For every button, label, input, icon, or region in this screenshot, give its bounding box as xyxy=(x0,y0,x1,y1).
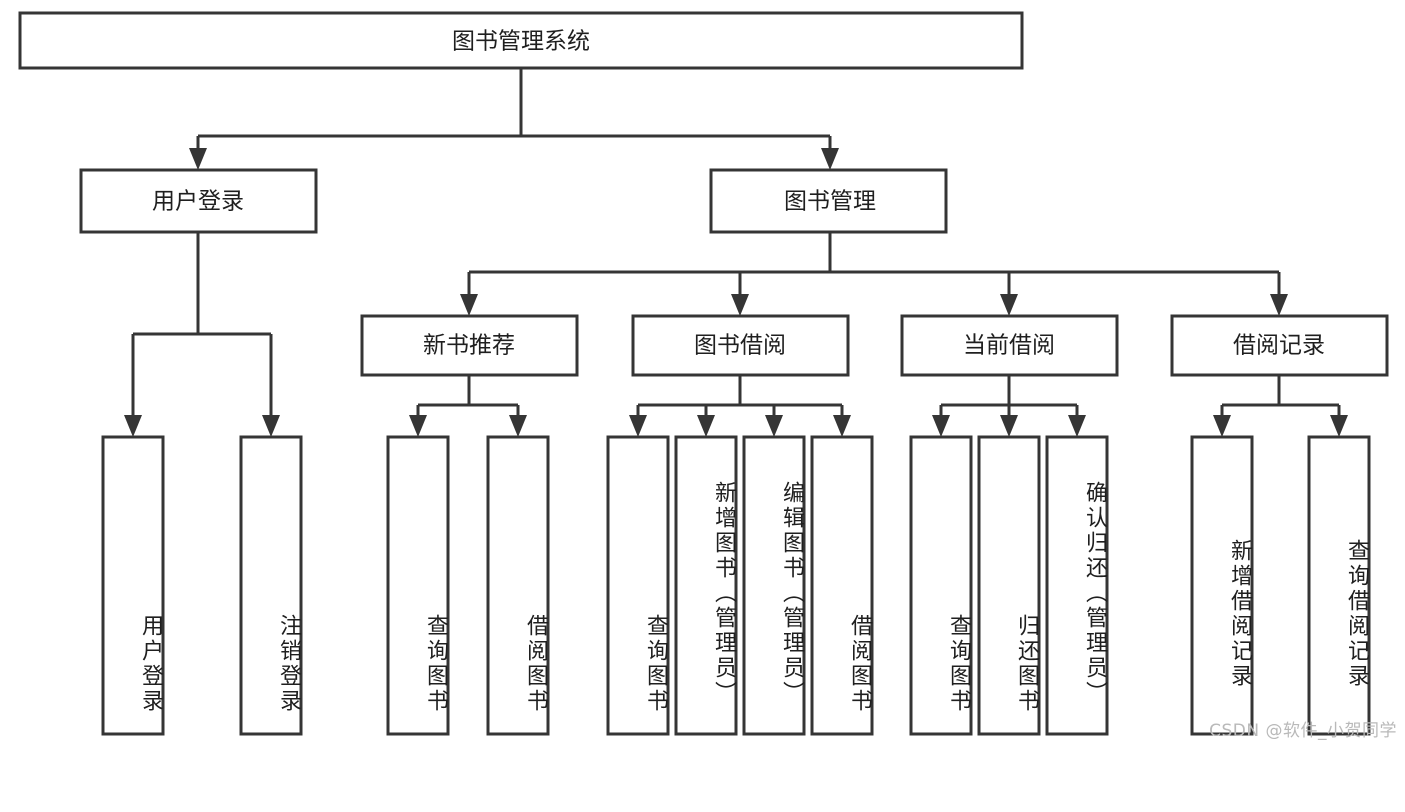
leaf-borrow-book-1-box[interactable] xyxy=(486,435,550,736)
leaf-logout-login-box[interactable] xyxy=(239,435,303,736)
arrow-leaf-edit-book-admin xyxy=(765,415,783,437)
node-root-box[interactable] xyxy=(18,11,1024,70)
csdn-watermark: CSDN @软件_小贺同学 xyxy=(1209,721,1397,741)
node-current-borrow[interactable]: 当前借阅 xyxy=(900,314,1119,377)
edge-group-new-book-recommend-to-leaves xyxy=(409,375,527,437)
diagram-canvas: 图书管理系统 用户登录 图书管理 新书推荐 图书借阅 当前借阅 借阅记录 xyxy=(18,11,1389,736)
node-book-manage-box[interactable] xyxy=(709,168,948,234)
leaf-query-book-3-box[interactable] xyxy=(909,435,973,736)
leaf-add-book-admin-box[interactable] xyxy=(674,435,738,736)
node-current-borrow-box[interactable] xyxy=(900,314,1119,377)
arrow-user-login xyxy=(189,148,207,170)
arrow-new-book-recommend xyxy=(460,294,478,316)
edge-group-book-borrow-to-leaves xyxy=(629,375,851,437)
node-user-login-label: 用户登录 xyxy=(152,189,244,215)
arrow-book-borrow xyxy=(731,294,749,316)
node-new-book-recommend-box[interactable] xyxy=(360,314,579,377)
arrow-leaf-borrow-book-1 xyxy=(509,415,527,437)
node-current-borrow-label: 当前借阅 xyxy=(963,333,1055,359)
arrow-leaf-return-book xyxy=(1000,415,1018,437)
leaf-add-borrow-record-box[interactable] xyxy=(1190,435,1254,736)
leaf-query-borrow-record-box[interactable] xyxy=(1307,435,1371,736)
edge-group-book-manage-to-level3 xyxy=(460,232,1288,316)
arrow-leaf-query-book-1 xyxy=(409,415,427,437)
node-book-borrow-box[interactable] xyxy=(631,314,850,377)
leaf-borrow-book-2-box[interactable] xyxy=(810,435,874,736)
node-borrow-record-label: 借阅记录 xyxy=(1233,333,1325,359)
leaf-query-book-1-box[interactable] xyxy=(386,435,450,736)
node-root[interactable]: 图书管理系统 xyxy=(18,11,1024,70)
node-user-login-box[interactable] xyxy=(79,168,318,234)
arrow-current-borrow xyxy=(1000,294,1018,316)
node-book-borrow[interactable]: 图书借阅 xyxy=(631,314,850,377)
arrow-leaf-logout-login xyxy=(262,415,280,437)
node-new-book-recommend-label: 新书推荐 xyxy=(423,333,515,359)
node-book-manage[interactable]: 图书管理 xyxy=(709,168,948,234)
node-user-login[interactable]: 用户登录 xyxy=(79,168,318,234)
arrow-leaf-add-borrow-record xyxy=(1213,415,1231,437)
arrow-leaf-query-book-3 xyxy=(932,415,950,437)
leaf-boxes xyxy=(101,435,1371,736)
arrow-leaf-add-book-admin xyxy=(697,415,715,437)
edge-group-current-borrow-to-leaves xyxy=(932,375,1086,437)
leaf-query-book-2-box[interactable] xyxy=(606,435,670,736)
edge-group-borrow-record-to-leaves xyxy=(1213,375,1348,437)
leaf-edit-book-admin-box[interactable] xyxy=(742,435,806,736)
node-borrow-record-box[interactable] xyxy=(1170,314,1389,377)
arrow-borrow-record xyxy=(1270,294,1288,316)
org-chart-diagram: 图书管理系统 用户登录 图书管理 新书推荐 图书借阅 当前借阅 借阅记录 xyxy=(18,11,1397,741)
node-borrow-record[interactable]: 借阅记录 xyxy=(1170,314,1389,377)
node-book-borrow-label: 图书借阅 xyxy=(694,333,786,359)
arrow-leaf-borrow-book-2 xyxy=(833,415,851,437)
arrow-leaf-query-book-2 xyxy=(629,415,647,437)
edge-group-user-login-to-leaves xyxy=(124,232,280,437)
arrow-leaf-query-borrow-record xyxy=(1330,415,1348,437)
arrow-leaf-user-login xyxy=(124,415,142,437)
leaf-return-book-box[interactable] xyxy=(977,435,1041,736)
arrow-leaf-confirm-return-admin xyxy=(1068,415,1086,437)
node-book-manage-label: 图书管理 xyxy=(784,189,876,215)
node-new-book-recommend[interactable]: 新书推荐 xyxy=(360,314,579,377)
arrow-book-manage xyxy=(821,148,839,170)
node-root-label: 图书管理系统 xyxy=(452,29,590,55)
leaf-user-login-box[interactable] xyxy=(101,435,165,736)
leaf-confirm-return-admin-box[interactable] xyxy=(1045,435,1109,736)
edge-group-root-to-level2 xyxy=(189,68,839,170)
